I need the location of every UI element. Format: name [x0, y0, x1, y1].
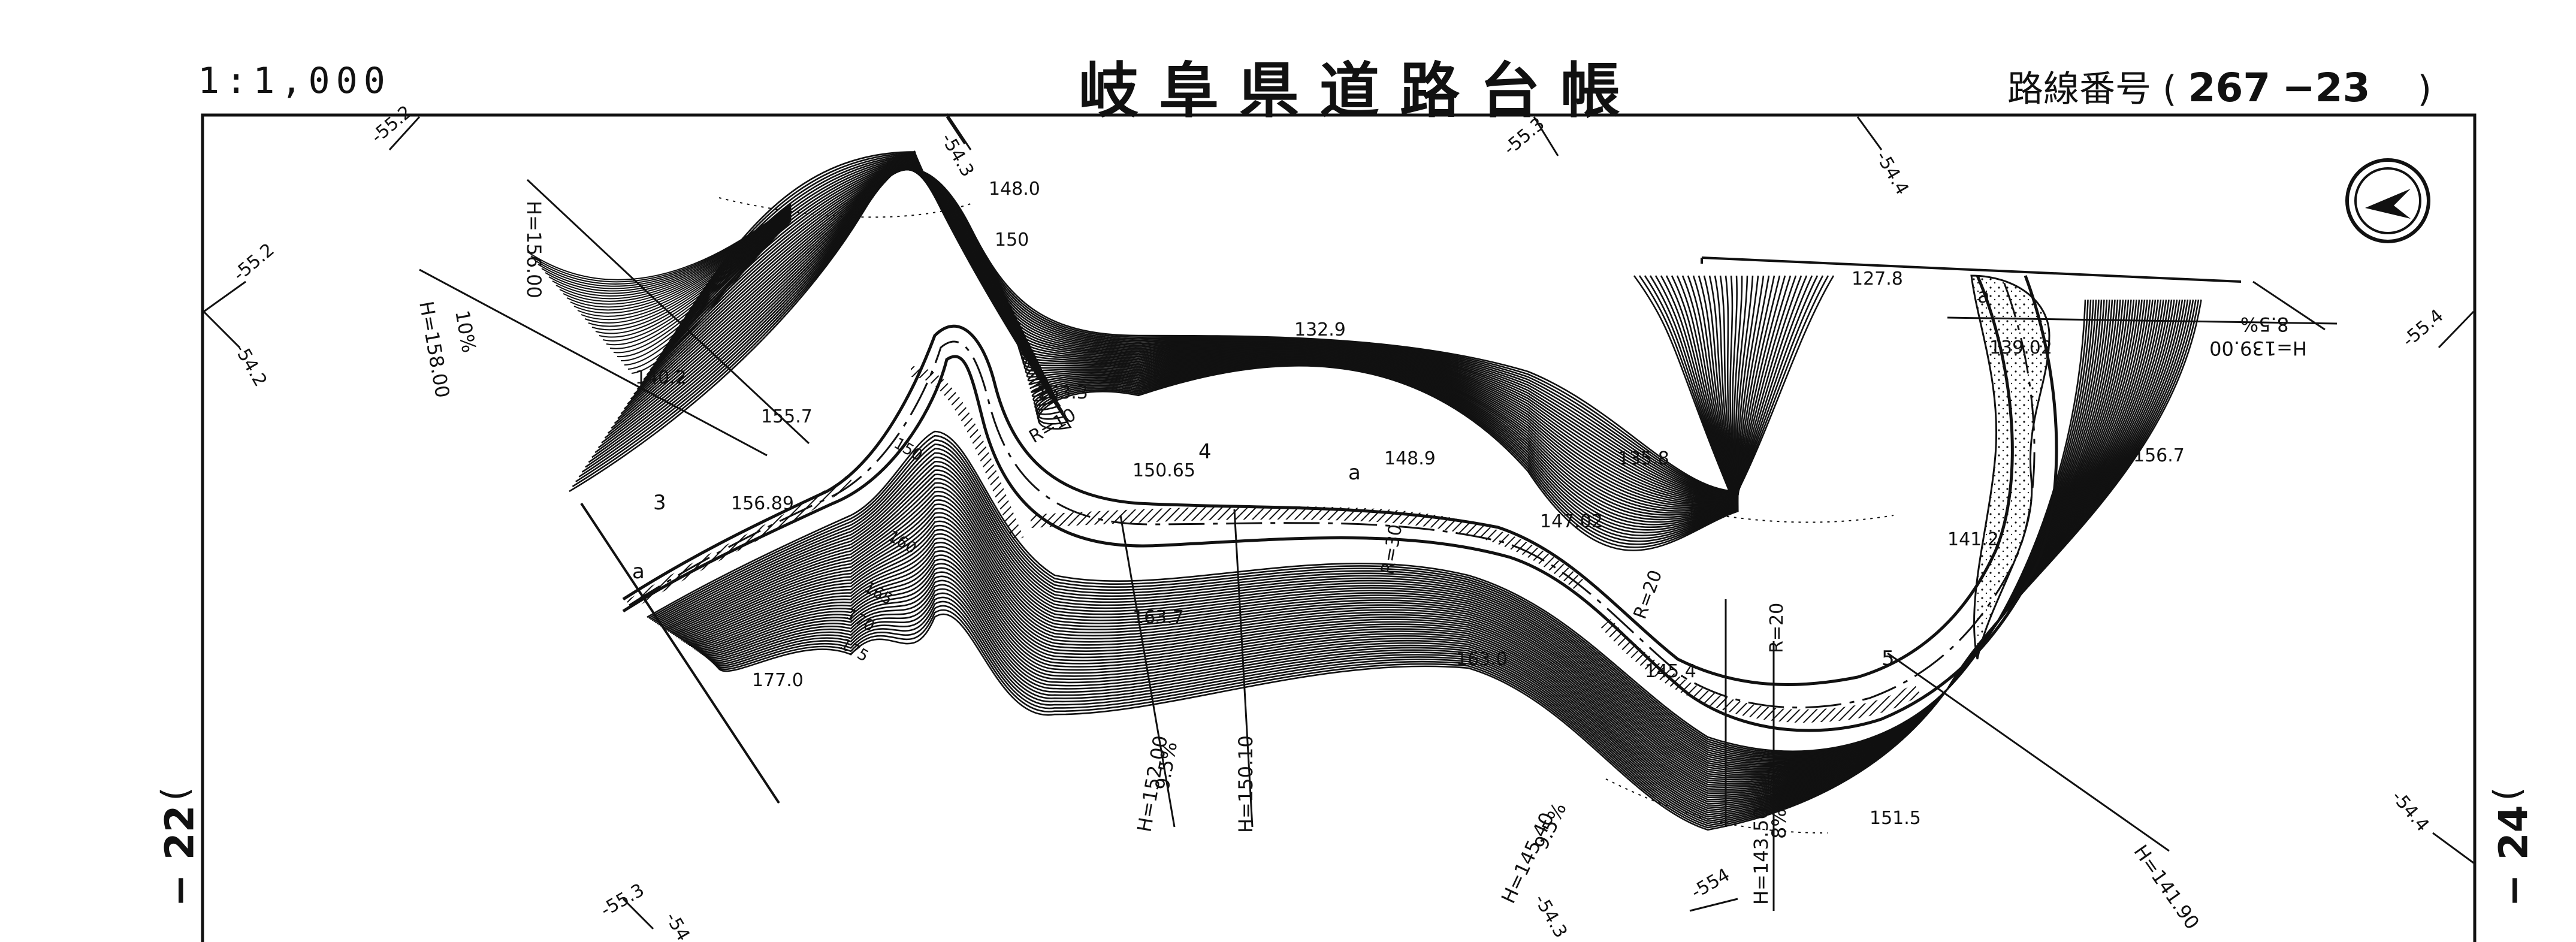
elevation-label: 156.89 [731, 493, 794, 514]
contour-lines [527, 150, 2202, 831]
elevation-label: 163.7 [1133, 607, 1184, 628]
contour-line [570, 210, 792, 311]
contour-line [606, 216, 792, 346]
gradient-label: H=156.00 [523, 201, 545, 298]
border-label: -554 [1688, 865, 1734, 903]
road-features [419, 113, 2338, 911]
route-number-value: 267 [2188, 65, 2271, 111]
contour-line [527, 203, 792, 280]
contour-line [534, 204, 792, 285]
contour-line [559, 209, 792, 302]
contour-line [617, 218, 792, 358]
route-close-paren: ) [2417, 68, 2432, 110]
elevation-label: 139.02 [1989, 337, 2052, 358]
contour-line [563, 209, 792, 305]
contour-line [555, 208, 792, 300]
compass-north-icon [2345, 158, 2430, 243]
curve-radius: R=20 [1766, 603, 1787, 653]
gradient-label: H=139.00 [2209, 337, 2307, 360]
elevation-label: 148.9 [1384, 448, 1436, 469]
route-open-paren: ( [2163, 68, 2177, 110]
elevation-label: 141.2 [1947, 529, 1999, 550]
contour-line [688, 150, 1739, 551]
border-label: -54.3 [937, 130, 978, 181]
border-label: -55.2 [367, 101, 416, 147]
elevation-label: 150.65 [1133, 460, 1195, 481]
map-frame [201, 113, 2477, 942]
elevation-label: 156.7 [2133, 445, 2185, 466]
contour-line [581, 212, 792, 321]
contour-line [609, 217, 792, 349]
gradient-label: 8% [1768, 808, 1790, 839]
elevation-label: 140.2 [635, 367, 687, 388]
elevation-label: 127.8 [1852, 268, 1903, 289]
elevation-label: 132.9 [1294, 319, 1346, 340]
contour-line [577, 212, 792, 317]
elevation-label: 135.8 [1618, 448, 1669, 469]
curve-radius: R=20 [1630, 567, 1667, 622]
route-number: 路線番号 ( 267 −23 ) [2007, 60, 2432, 112]
contour-line [545, 206, 792, 292]
elevation-label: 147.02 [1540, 511, 1603, 532]
contour-line [530, 204, 792, 283]
border-label: -54.2 [229, 340, 271, 391]
border-label: -55.3 [1500, 113, 1549, 159]
gradient-label: 8.5% [2240, 313, 2289, 336]
contour-line [599, 215, 792, 338]
contour-line [573, 211, 792, 314]
border-labels: -55.2 -54.3 -55.3 -54.4 -55.2 -54.2 -55.4 -54.4… [229, 101, 2448, 942]
road-mark: 3 [653, 491, 666, 515]
elevation-label: 151.5 [1870, 808, 1921, 829]
border-label: -55.4 [2399, 305, 2448, 351]
contour-line [588, 213, 792, 327]
elevation-label: 163.0 [1456, 649, 1508, 670]
border-label: -54.2 [661, 909, 702, 942]
elevation-label: 177.0 [752, 670, 804, 691]
map-scale: 1:1,000 [198, 60, 391, 102]
contour-line [613, 218, 792, 354]
contour-line [595, 215, 792, 334]
contour-line [631, 221, 792, 374]
elevation-label: 153.3 [1037, 382, 1088, 403]
contour-line [584, 213, 792, 324]
gradient-label: H=143.50 [1750, 807, 1772, 905]
curve-radius: R=10 [1026, 404, 1080, 448]
route-label: 路線番号 [2007, 68, 2151, 110]
road-mark: 5 [1882, 647, 1895, 671]
elevation-label: 148.0 [989, 179, 1040, 200]
contour-line [552, 207, 792, 297]
gradient-label: H=150.10 [1234, 735, 1257, 833]
elevation-label: 155.7 [761, 406, 813, 427]
route-number-suffix: −23 [2282, 65, 2370, 111]
border-label: -54.4 [2387, 787, 2433, 836]
contour-line [591, 214, 792, 331]
road-mark: a [1348, 461, 1361, 485]
border-label: -54.3 [1530, 891, 1571, 942]
gradient-label: 10% [451, 309, 481, 355]
contour-line [548, 207, 792, 294]
road-mark: a [1977, 284, 1990, 308]
gradient-label: H=141.90 [2129, 841, 2204, 934]
gradient-label: H=158.00 [415, 300, 454, 400]
contour-line [624, 219, 792, 366]
elevation-label: 150 [995, 230, 1029, 250]
contour-line [566, 210, 792, 308]
road-mark: a [632, 560, 645, 584]
contour-line [541, 206, 792, 289]
contour-line [620, 219, 792, 362]
contour-line [627, 220, 792, 370]
elevation-label: 145.4 [1645, 661, 1696, 682]
border-label: -55.2 [229, 239, 279, 285]
border-label: -54.4 [1871, 148, 1913, 199]
contour-line [537, 205, 792, 287]
road-mark: 4 [1198, 440, 1212, 464]
contour-line [602, 216, 792, 342]
